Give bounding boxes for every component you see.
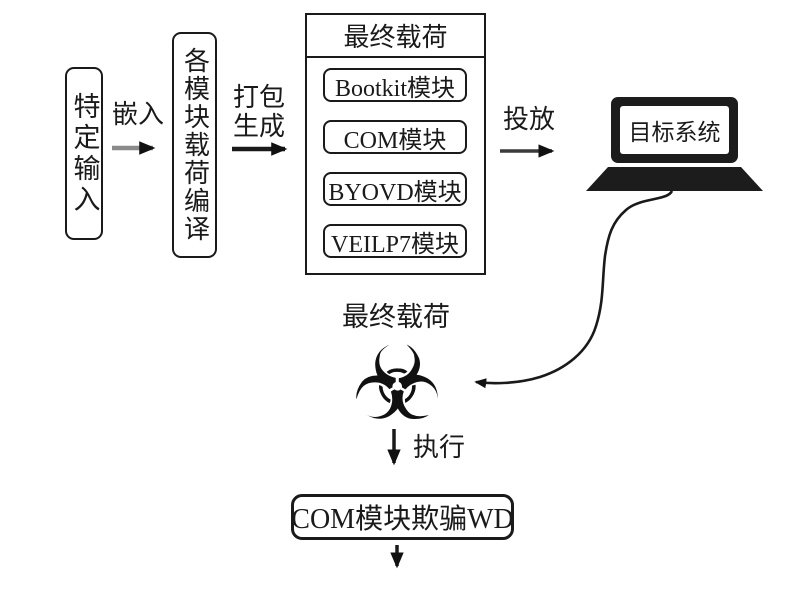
final-payload-title: 最终载荷 (343, 23, 448, 52)
node-module-compile: 各模块载荷编译 (172, 32, 217, 258)
embed-label: 嵌入 (111, 100, 164, 129)
specific-input-label: 特定输入 (69, 91, 100, 216)
execute-label: 执行 (412, 433, 465, 462)
final-payload-label: 最终载荷 (342, 302, 450, 332)
node-module-com: COM模块 (323, 120, 467, 154)
payload-divider (307, 56, 484, 58)
drop-cable-arrow (474, 190, 674, 389)
node-target-system: 目标系统 (628, 120, 721, 145)
package-label: 打包 生成 (228, 83, 290, 141)
node-module-veilp7: VEILP7模块 (323, 224, 467, 258)
node-final-payload: 最终载荷 Bootkit模块 COM模块 BYOVD模块 VEILP7模块 (305, 13, 486, 275)
laptop-icon (586, 97, 763, 191)
package-label-line1: 打包 (232, 83, 285, 112)
node-specific-input: 特定输入 (65, 67, 103, 240)
biohazard-icon: ☣ (351, 325, 443, 444)
node-module-byovd: BYOVD模块 (323, 172, 467, 206)
package-label-line2: 生成 (232, 111, 285, 141)
node-module-bootkit: Bootkit模块 (323, 68, 467, 102)
module-compile-label: 各模块载荷编译 (180, 47, 210, 243)
node-wd-deceive: COM模块欺骗WD (291, 494, 514, 540)
deploy-label: 投放 (502, 105, 555, 134)
